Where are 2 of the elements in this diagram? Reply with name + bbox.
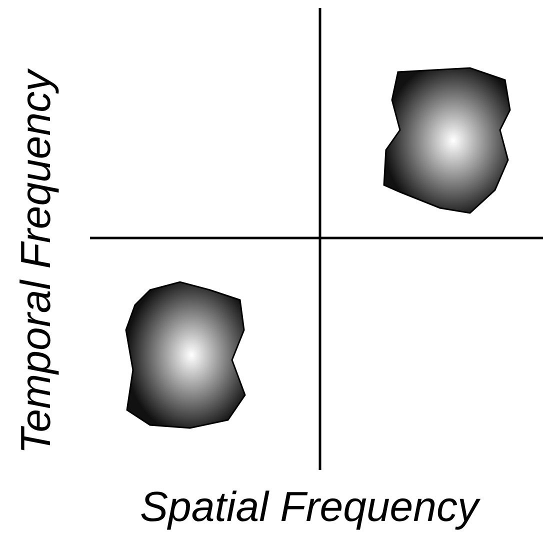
axis-title: Temporal Frequency [15,70,57,454]
axis-title: Spatial Frequency [140,486,479,528]
